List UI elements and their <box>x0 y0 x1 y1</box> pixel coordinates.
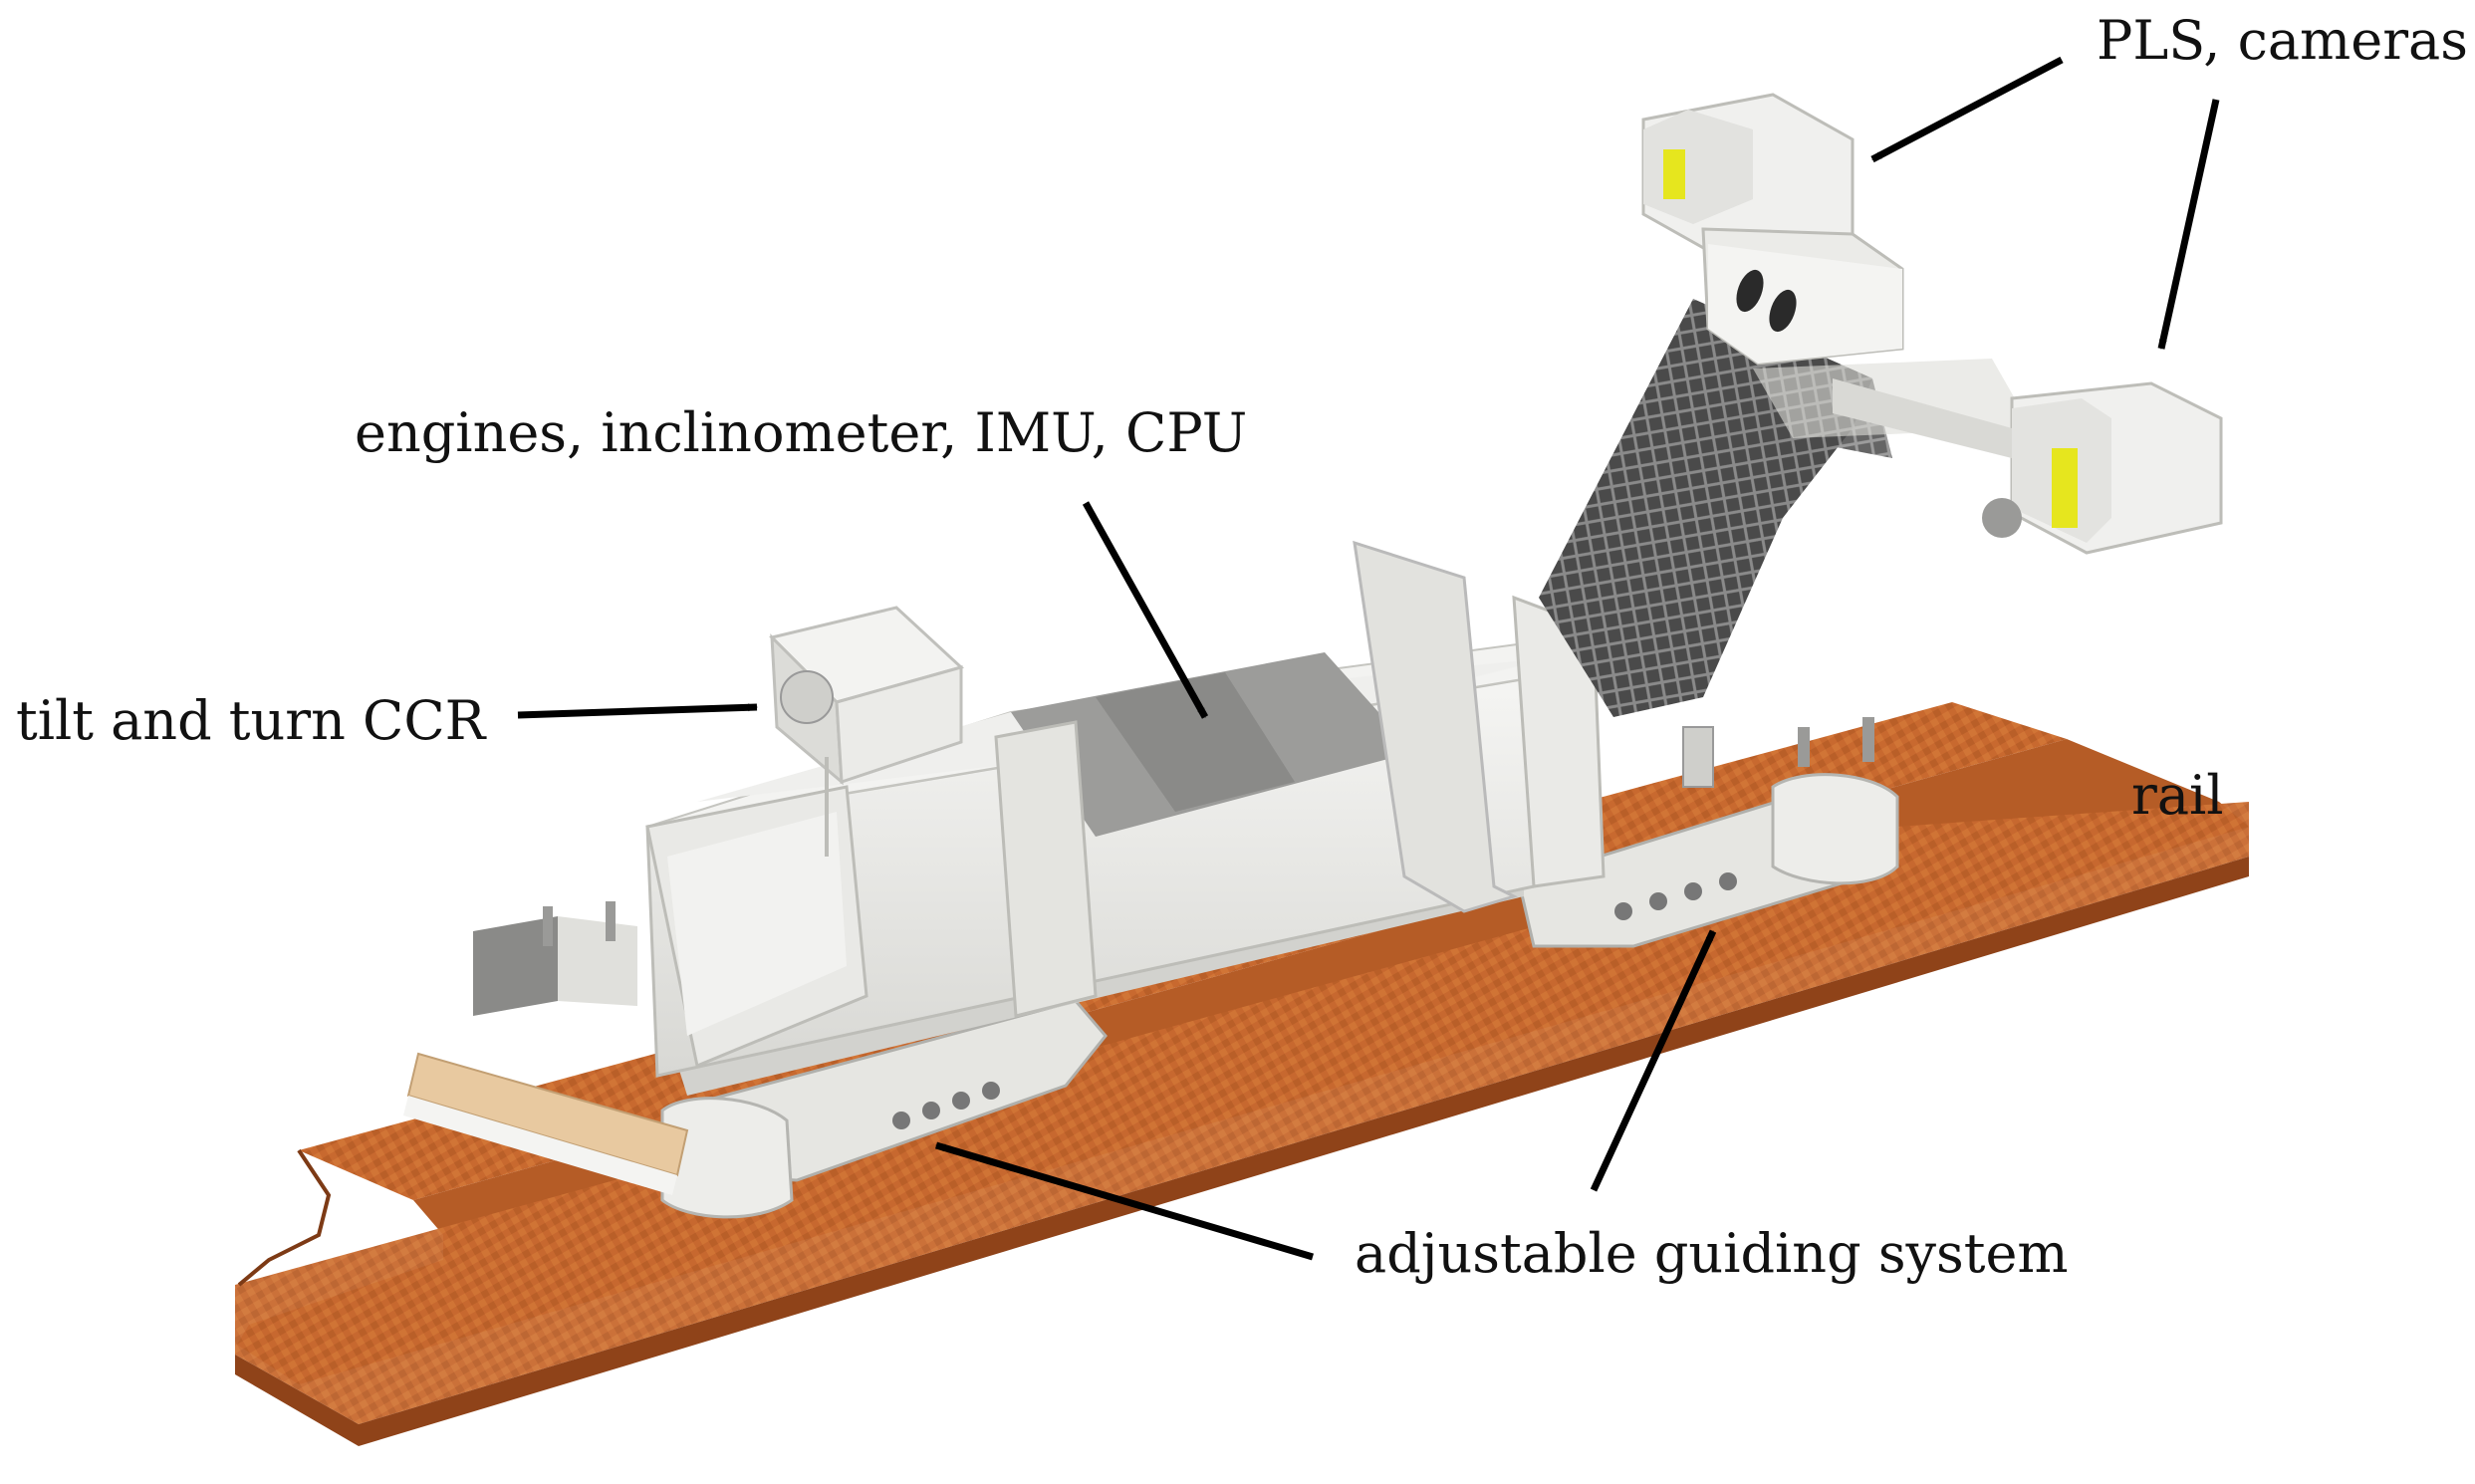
arrow-icon <box>2157 99 2220 350</box>
guiding-arm-rear <box>1517 717 1899 948</box>
label-ccr: tilt and turn CCR <box>16 689 486 752</box>
robot-body-icon <box>403 540 1714 1195</box>
label-pls-cameras: PLS, cameras <box>2097 9 2468 72</box>
sensor-head-icon <box>1641 93 2223 555</box>
arrow-icon <box>517 703 758 719</box>
ccr-unit <box>769 606 964 857</box>
arrow-icon <box>1590 929 1717 1192</box>
label-rail: rail <box>2131 764 2224 827</box>
arrow-icon <box>1082 501 1209 719</box>
arrows <box>517 56 2220 1261</box>
arrow-icon <box>935 1141 1314 1261</box>
label-engines: engines, inclinometer, IMU, CPU <box>355 401 1248 464</box>
arrow-icon <box>1870 56 2064 163</box>
label-guiding-system: adjustable guiding system <box>1355 1222 2069 1285</box>
